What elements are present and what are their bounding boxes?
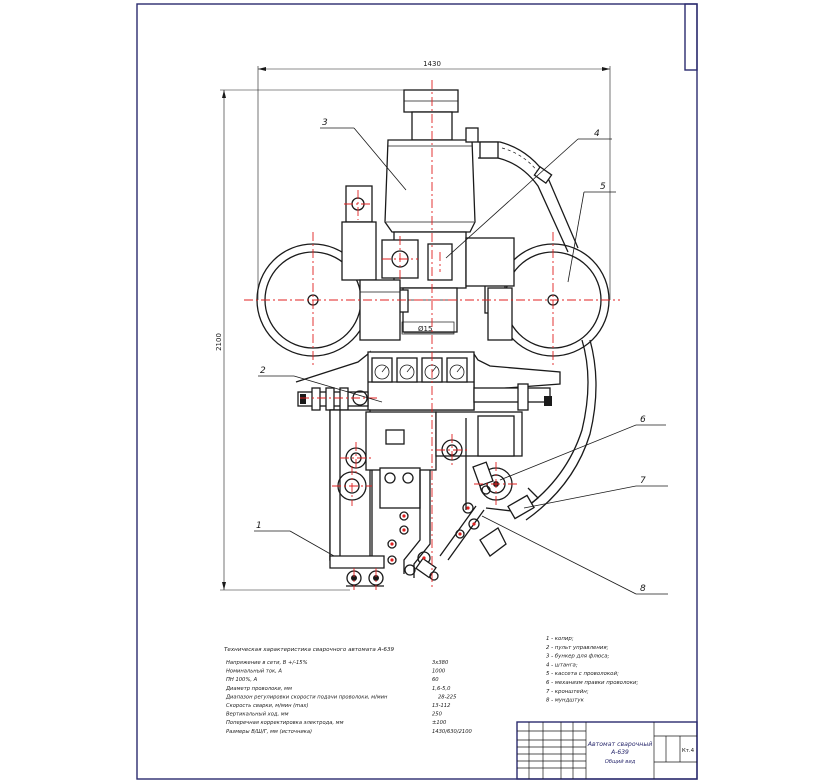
legend-item: 1 - копир; [546,636,574,642]
callout-6-label: 6 [640,415,646,425]
callout-2: 2 [258,366,383,403]
dimension-height-label: 2100 [215,333,223,351]
gauge-2 [396,357,418,383]
callout-8: 8 [481,515,668,595]
legend-item: 7 - кронштейн; [546,689,589,695]
callout-6: 6 [499,415,666,481]
callout-8-label: 8 [640,584,646,594]
spec-row-value: 3х380 [432,660,449,666]
dimension-nozzle-label: Ø15 [418,325,432,333]
legend-item: 6 - механизм правки проволоки; [546,680,638,686]
callouts: 1 2 3 4 5 6 7 [254,118,668,595]
centre-lines [244,80,620,590]
legend-item: 4 - штанга; [546,662,578,668]
legend-item: 3 - бункер для флюса; [546,654,610,660]
title-block: Автомат сварочный А-639 Общий вид Кт.4 [516,721,698,780]
spec-row-label: Диапазон регулировки скорости подачи про… [225,694,388,700]
callout-7: 7 [523,476,668,509]
legend-item: 2 - пульт управления; [546,645,609,651]
legend-item: 5 - кассета с проволокой; [546,671,619,677]
spec-table: Техническая характеристика сварочного ав… [224,647,472,735]
dimension-width: 1430 [257,60,611,300]
spec-rows: Напряжение в сети, В +/-15% 3х380Номиналь… [225,660,472,735]
machine-drawing [244,80,620,590]
legend-item: 8 - мундштук [546,698,585,704]
sheet-frame [136,3,698,780]
callout-5-label: 5 [600,182,606,192]
title-name-line3: Общий вид [605,759,636,765]
title-code: Кт.4 [682,748,695,754]
legend: 1 - копир; 2 - пульт управления; 3 - бунке… [546,636,638,704]
spec-row-label: Вертикальный ход, мм [226,712,289,718]
title-name-line2: А-639 [610,749,629,756]
callout-4-label: 4 [594,129,600,139]
spec-row-value: 250 [432,712,443,718]
detail-marks [390,506,476,562]
spec-row-value: 1430/630/2100 [432,729,472,735]
spec-row-value: 28-225 [438,694,457,700]
callout-3: 3 [320,118,407,191]
spec-row-label: Номинальный ток, А [226,669,282,675]
callout-1: 1 [254,521,335,557]
callout-3-label: 3 [322,118,328,128]
spec-row-label: ПН 100%, А [226,677,258,683]
wire-straightener [379,461,513,509]
spec-row-value: 13-112 [432,703,450,709]
spec-row-value: 60 [432,677,439,683]
spec-row-label: Скорость сварки, м/мин (max) [226,703,309,709]
callout-2-label: 2 [260,366,266,376]
callout-1-label: 1 [256,521,262,531]
dimension-width-label: 1430 [423,60,441,68]
control-panel [295,350,561,411]
callout-5: 5 [567,182,616,283]
dimension-height: 2100 [215,89,404,591]
spec-row-label: Размеры В/Ш/Г, мм (источника) [226,729,312,735]
callout-4: 4 [445,129,612,259]
spec-row-value: 1000 [432,669,446,675]
spec-row-label: Диаметр проволоки, мм [225,686,292,692]
gauge-1 [371,357,393,383]
gauge-4 [446,357,468,383]
spec-row-value: ±100 [432,720,447,726]
mouthpiece [387,470,507,581]
spec-row-label: Поперечная корректировка электрода, мм [226,720,344,726]
callout-7-label: 7 [640,476,646,486]
title-name-line1: Автомат сварочный [587,741,652,748]
spec-title: Техническая характеристика сварочного ав… [224,647,395,653]
spec-row-label: Напряжение в сети, В +/-15% [226,660,308,666]
dimension-nozzle: Ø15 [404,325,454,334]
spec-row-value: 1,6-5,0 [432,686,451,692]
flux-hopper [384,89,479,233]
